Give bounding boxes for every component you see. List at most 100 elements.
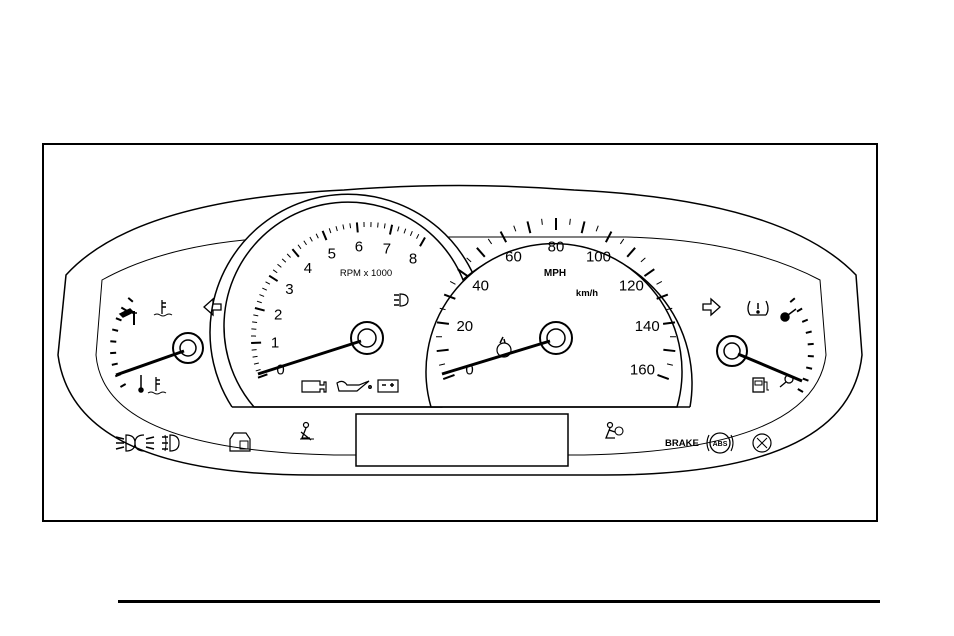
right-gauge-tick bbox=[805, 330, 812, 334]
tachometer-number: 1 bbox=[271, 334, 279, 351]
speedometer-tick bbox=[541, 218, 543, 225]
tachometer-tick bbox=[303, 240, 307, 246]
tachometer-tick bbox=[255, 369, 261, 372]
left-gauge-ticks bbox=[110, 297, 134, 388]
trans-temp-icon bbox=[118, 308, 137, 325]
check-engine-icon bbox=[301, 380, 327, 393]
speedometer-unit-kmh: km/h bbox=[576, 288, 598, 299]
right-turn-signal-icon bbox=[702, 297, 721, 317]
battery-icon bbox=[377, 379, 399, 393]
speedometer-tick bbox=[526, 221, 532, 234]
security-icon bbox=[229, 432, 251, 452]
speedometer-tick bbox=[436, 348, 449, 353]
speedometer-tick bbox=[442, 373, 455, 380]
speedometer-tick bbox=[476, 247, 486, 258]
right-gauge-needle bbox=[737, 352, 803, 383]
tachometer-number: 5 bbox=[328, 245, 336, 262]
tachometer-tick bbox=[277, 263, 282, 268]
tachometer-tick bbox=[416, 233, 420, 239]
speedometer-number: 0 bbox=[465, 362, 473, 379]
tachometer-caption: RPM x 1000 bbox=[340, 268, 392, 279]
left-gauge-tick bbox=[119, 383, 127, 388]
tachometer-number: 0 bbox=[276, 362, 284, 379]
cluster-housing bbox=[57, 184, 863, 476]
speedometer-number: 40 bbox=[472, 277, 489, 294]
speedometer-tick bbox=[569, 218, 571, 225]
tire-pressure-icon bbox=[747, 300, 769, 316]
tachometer-ticks bbox=[251, 222, 426, 379]
tachometer-tick bbox=[383, 223, 386, 229]
coolant-temp-icon-top bbox=[153, 300, 173, 317]
speedometer-tick bbox=[662, 321, 676, 325]
fuel-pump-icon bbox=[752, 377, 769, 393]
left-gauge-hub bbox=[172, 332, 204, 364]
speedometer-number: 60 bbox=[505, 249, 522, 266]
left-gauge-tick bbox=[115, 317, 122, 322]
right-gauge-tick bbox=[802, 377, 809, 382]
fuel-empty-marker-icon bbox=[779, 374, 794, 388]
speedometer-tick bbox=[499, 231, 508, 243]
tachometer-tick bbox=[321, 230, 328, 241]
speedometer-tick bbox=[513, 225, 517, 232]
speedometer-tick bbox=[656, 280, 663, 285]
right-gauge-tick bbox=[796, 307, 803, 313]
oil-pressure-icon bbox=[336, 380, 372, 392]
airbag-icon bbox=[605, 421, 624, 439]
tachometer-tick bbox=[252, 321, 258, 324]
speedometer-tick bbox=[657, 373, 670, 380]
right-gauge-tick bbox=[807, 342, 814, 346]
right-gauge-tick bbox=[805, 366, 813, 370]
tachometer-tick bbox=[291, 248, 300, 258]
left-gauge-tick bbox=[127, 297, 134, 303]
speedometer-tick bbox=[619, 238, 625, 245]
speedometer-tick bbox=[595, 225, 599, 232]
speedometer-tick bbox=[663, 348, 676, 353]
right-gauge-tick bbox=[789, 297, 796, 303]
tachometer-tick bbox=[252, 355, 258, 358]
speedometer-tick bbox=[436, 321, 450, 325]
right-gauge-hub bbox=[716, 335, 748, 367]
left-gauge-tick bbox=[110, 340, 117, 343]
tachometer-number: 6 bbox=[355, 239, 363, 256]
tachometer-tick bbox=[286, 253, 291, 258]
tachometer-tick bbox=[254, 307, 265, 312]
speedometer-tick bbox=[656, 293, 669, 300]
tachometer-number: 8 bbox=[409, 251, 417, 268]
coolant-temp-icon-bottom bbox=[147, 377, 167, 395]
tachometer-tick bbox=[335, 226, 338, 232]
tachometer-tick bbox=[257, 373, 268, 379]
left-gauge-tick bbox=[120, 306, 127, 312]
tachometer-tick bbox=[355, 222, 359, 233]
headlamp-high-beam-icon bbox=[115, 434, 155, 452]
headlamp-on-icon bbox=[394, 293, 409, 307]
speedometer-tick bbox=[466, 257, 472, 263]
left-gauge-tick bbox=[114, 373, 122, 378]
tachometer-number: 2 bbox=[274, 306, 282, 323]
fuel-full-marker-icon bbox=[780, 308, 797, 322]
page-bottom-rule bbox=[118, 600, 880, 603]
speedometer-number: 120 bbox=[619, 277, 644, 294]
tachometer-tick bbox=[403, 228, 407, 234]
tachometer-tick bbox=[349, 223, 352, 229]
fog-lamp-icon bbox=[162, 434, 180, 452]
left-turn-signal-icon bbox=[203, 297, 222, 317]
speedometer-tick bbox=[457, 268, 469, 277]
tachometer-tick bbox=[409, 231, 413, 237]
left-gauge-tick bbox=[111, 328, 119, 332]
tachometer-tick bbox=[253, 362, 259, 365]
speedometer-tick bbox=[449, 280, 456, 285]
tachometer-tick bbox=[268, 274, 279, 282]
speedometer-tick bbox=[580, 221, 586, 234]
cruise-control-icon bbox=[496, 336, 512, 358]
tachometer-tick bbox=[259, 294, 265, 297]
tachometer-tick bbox=[309, 236, 313, 242]
left-gauge-tick bbox=[111, 362, 118, 366]
tachometer-tick bbox=[251, 349, 257, 351]
tachometer-tick bbox=[262, 287, 268, 291]
right-gauge-tick bbox=[801, 318, 809, 323]
tachometer-tick bbox=[256, 300, 262, 304]
driver-info-display bbox=[355, 413, 569, 467]
